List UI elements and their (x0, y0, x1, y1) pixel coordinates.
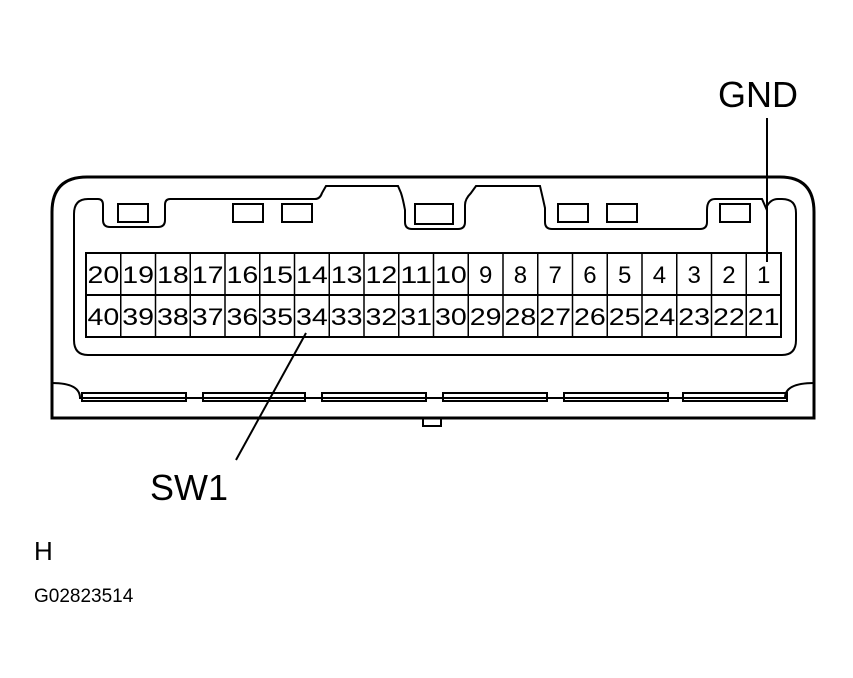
pin-label-40: 40 (87, 304, 119, 331)
pin-label-22: 22 (713, 304, 745, 331)
bottom-slot (442, 392, 548, 402)
sw1-leader-line (235, 332, 307, 461)
pin-label-14: 14 (296, 262, 328, 289)
pin-dividers (120, 253, 747, 337)
pin-label-26: 26 (574, 304, 606, 331)
pin-label-30: 30 (435, 304, 467, 331)
pin-label-2: 2 (722, 262, 735, 289)
pin-label-39: 39 (122, 304, 154, 331)
pin-label-1: 1 (757, 262, 770, 289)
bottom-slot (682, 392, 788, 402)
pin-label-24: 24 (643, 304, 675, 331)
pin-label-10: 10 (435, 262, 467, 289)
pin-label-32: 32 (365, 304, 397, 331)
connector-window (232, 203, 264, 223)
pin-label-6: 6 (583, 262, 596, 289)
connector-window (606, 203, 638, 223)
connector-window (557, 203, 589, 223)
connector-inner-wall (73, 185, 797, 356)
connector-window (281, 203, 313, 223)
pin-label-9: 9 (479, 262, 492, 289)
pin-label-15: 15 (261, 262, 293, 289)
bottom-slot (563, 392, 669, 402)
pin-label-34: 34 (296, 304, 328, 331)
pin-label-12: 12 (365, 262, 397, 289)
connector-housing-outer (50, 175, 816, 420)
pin-label-38: 38 (157, 304, 189, 331)
pin-label-31: 31 (400, 304, 432, 331)
pin-label-25: 25 (609, 304, 641, 331)
bottom-slot (321, 392, 427, 402)
pin-label-28: 28 (504, 304, 536, 331)
pin-label-19: 19 (122, 262, 154, 289)
sw1-label: SW1 (150, 467, 228, 508)
pin-label-11: 11 (400, 262, 432, 289)
connector-window (719, 203, 751, 223)
pin-label-13: 13 (331, 262, 363, 289)
pin-label-23: 23 (678, 304, 710, 331)
bottom-slot (81, 392, 187, 402)
connector-window (117, 203, 149, 223)
pin-label-36: 36 (226, 304, 258, 331)
pin-label-5: 5 (618, 262, 631, 289)
pin-label-16: 16 (226, 262, 258, 289)
pin-label-3: 3 (687, 262, 700, 289)
pin-label-20: 20 (87, 262, 119, 289)
figure-code: G02823514 (34, 586, 134, 607)
pin-label-17: 17 (192, 262, 224, 289)
pin-label-4: 4 (653, 262, 666, 289)
pin-label-8: 8 (514, 262, 527, 289)
pin-label-7: 7 (548, 262, 561, 289)
pin-label-18: 18 (157, 262, 189, 289)
gnd-label: GND (718, 74, 798, 115)
pin-label-35: 35 (261, 304, 293, 331)
bottom-slot (202, 392, 306, 402)
connector-window (414, 203, 454, 225)
pin-label-29: 29 (470, 304, 502, 331)
bottom-key-tab (422, 418, 442, 427)
view-letter: H (34, 536, 53, 566)
pin-label-27: 27 (539, 304, 571, 331)
pin-label-21: 21 (748, 304, 780, 331)
connector-flange (51, 382, 815, 399)
pin-label-33: 33 (331, 304, 363, 331)
pin-label-37: 37 (192, 304, 224, 331)
